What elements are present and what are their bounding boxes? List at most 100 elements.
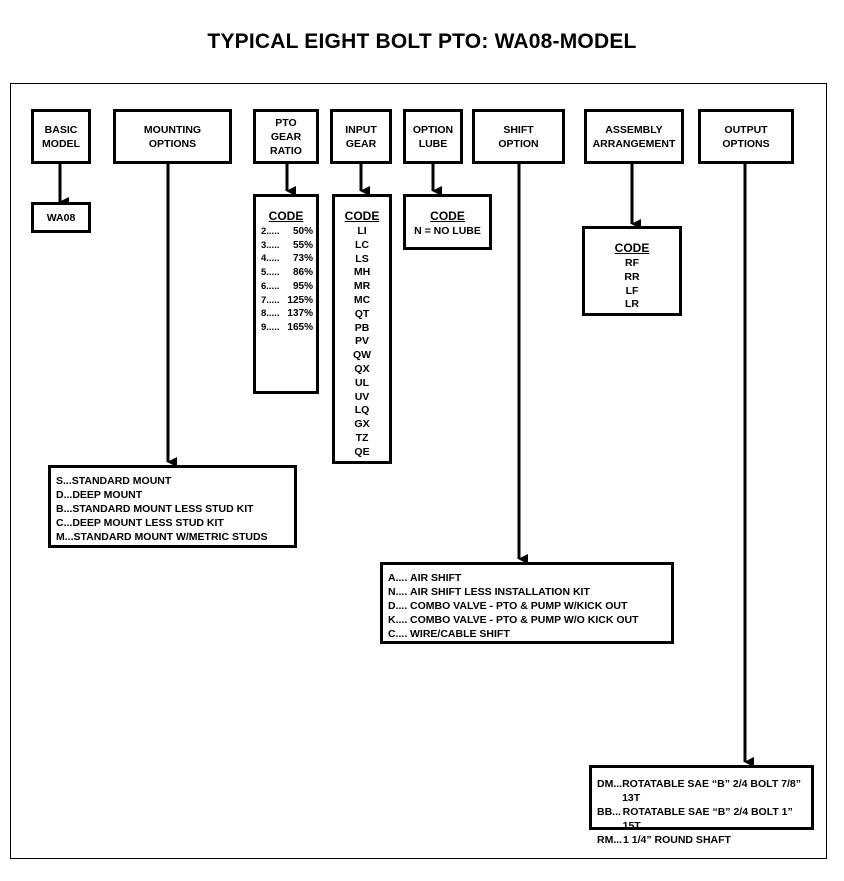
- header-output-options: OUTPUT OPTIONS: [698, 109, 794, 164]
- input-gear-code: GX: [354, 418, 370, 431]
- assembly-code: LR: [625, 298, 639, 311]
- shift-option-desc: WIRE/CABLE SHIFT: [410, 627, 510, 640]
- output-options-box: DM...ROTATABLE SAE “B” 2/4 BOLT 7/8” 13T…: [589, 765, 814, 846]
- output-option-desc: ROTATABLE SAE “B” 2/4 BOLT 1” 15T: [622, 805, 793, 832]
- input-gear-code: MC: [353, 293, 371, 306]
- input-gear-code: UL: [355, 376, 369, 389]
- shift-option-code: N....: [388, 585, 408, 598]
- shift-option-code: C....: [388, 627, 408, 640]
- input-gear-code: QE: [354, 445, 370, 458]
- mounting-option: D...DEEP MOUNT: [56, 488, 143, 501]
- output-option-code: DM...: [597, 778, 623, 790]
- ratio-code: 4.....: [261, 253, 280, 265]
- assembly-code: LF: [625, 284, 639, 297]
- shift-option-desc: AIR SHIFT: [410, 572, 462, 584]
- assembly-code: RF: [625, 257, 639, 269]
- ratio-code: 3.....: [261, 239, 280, 251]
- ratio-value: 55%: [292, 239, 313, 251]
- option-lube-code-box: CODE N = NO LUBE: [403, 194, 492, 250]
- ratio-code: 9.....: [261, 321, 280, 333]
- input-gear-code: QW: [352, 349, 372, 362]
- shift-option-code: D....: [388, 599, 408, 612]
- ratio-code: 2.....: [261, 226, 280, 237]
- gear-ratio-row: 5..... 86%: [256, 266, 316, 280]
- header-option-lube: OPTION LUBE: [403, 109, 463, 164]
- output-option-desc: ROTATABLE SAE “B” 2/4 BOLT 7/8” 13T: [622, 778, 801, 804]
- input-gear-code-label: CODE: [344, 209, 380, 223]
- header-shift-option: SHIFT OPTION: [472, 109, 565, 164]
- input-gear-code: QT: [354, 307, 370, 320]
- gear-ratio-row: 2..... 50%: [256, 225, 316, 239]
- shift-options-list: A....AIR SHIFT N....AIR SHIFT LESS INSTA…: [383, 565, 671, 642]
- gear-ratio-row: 6..... 95%: [256, 280, 316, 294]
- mounting-option: S...STANDARD MOUNT: [56, 475, 172, 487]
- output-option-code: BB...: [597, 805, 621, 818]
- gear-ratio-code-box: CODE 2..... 50% 3..... 55% 4..... 73% 5....…: [253, 194, 319, 394]
- mounting-options-list: S...STANDARD MOUNT D...DEEP MOUNT B...ST…: [51, 468, 294, 545]
- header-assembly-arrangement: ASSEMBLY ARRANGEMENT: [584, 109, 684, 164]
- mounting-option: M...STANDARD MOUNT W/METRIC STUDS: [56, 530, 268, 543]
- output-option: RM...1 1/4” ROUND SHAFT: [597, 834, 811, 848]
- output-options-list: DM...ROTATABLE SAE “B” 2/4 BOLT 7/8” 13T…: [592, 768, 811, 848]
- input-gear-code: MR: [353, 280, 371, 293]
- input-gear-list: LI LC LS MH MR MC QT PB PV QW QX UL UV L…: [335, 225, 389, 460]
- ratio-code: 6.....: [261, 280, 280, 292]
- header-input-gear: INPUT GEAR: [330, 109, 392, 164]
- ratio-code: 7.....: [261, 294, 280, 306]
- input-gear-code: LI: [357, 225, 367, 237]
- gear-ratio-list: 2.....50% 3.....55% 4.....73% 5.....86% …: [256, 225, 316, 335]
- ratio-code: 8.....: [261, 308, 280, 320]
- output-option-code: RM...: [597, 833, 623, 846]
- ratio-value: 95%: [292, 280, 313, 292]
- output-option: BB...ROTATABLE SAE “B” 2/4 BOLT 1” 15T: [597, 806, 811, 834]
- input-gear-code: QX: [354, 362, 370, 375]
- diagram-title: TYPICAL EIGHT BOLT PTO: WA08-MODEL: [207, 30, 637, 53]
- ratio-value: 137%: [287, 308, 313, 320]
- shift-option: D....COMBO VALVE - PTO & PUMP W/KICK OUT: [388, 600, 671, 614]
- gear-ratio-row: 4..... 73%: [256, 252, 316, 266]
- assembly-list: RF RR LF LR: [585, 257, 679, 312]
- input-gear-code: MH: [353, 266, 371, 279]
- ratio-value: 125%: [287, 294, 313, 306]
- input-gear-code: LQ: [354, 404, 370, 417]
- shift-option: K....COMBO VALVE - PTO & PUMP W/O KICK O…: [388, 614, 671, 628]
- assembly-code-label: CODE: [614, 241, 650, 255]
- ratio-value: 50%: [292, 226, 313, 237]
- input-gear-code: UV: [354, 390, 370, 403]
- mounting-option: C...DEEP MOUNT LESS STUD KIT: [56, 516, 224, 529]
- shift-options-box: A....AIR SHIFT N....AIR SHIFT LESS INSTA…: [380, 562, 674, 644]
- ratio-code: 5.....: [261, 267, 280, 279]
- input-gear-code-box: CODE LI LC LS MH MR MC QT PB PV QW QX UL…: [332, 194, 392, 464]
- ratio-value: 165%: [287, 321, 313, 333]
- input-gear-code: PV: [354, 335, 369, 348]
- assembly-code: RR: [624, 270, 640, 283]
- assembly-code-box: CODE RF RR LF LR: [582, 226, 682, 316]
- shift-option-desc: COMBO VALVE - PTO & PUMP W/KICK OUT: [410, 599, 628, 612]
- header-basic-model: BASIC MODEL: [31, 109, 91, 164]
- option-lube-value: N = NO LUBE: [414, 225, 481, 237]
- shift-option-desc: AIR SHIFT LESS INSTALLATION KIT: [410, 585, 590, 598]
- shift-option: A....AIR SHIFT: [388, 572, 671, 586]
- gear-ratio-row: 7..... 125%: [256, 294, 316, 308]
- input-gear-code: TZ: [355, 431, 369, 444]
- ratio-value: 73%: [292, 253, 313, 265]
- input-gear-code: PB: [354, 321, 370, 334]
- mounting-option: B...STANDARD MOUNT LESS STUD KIT: [56, 502, 254, 515]
- ratio-value: 86%: [292, 267, 313, 279]
- shift-option-desc: COMBO VALVE - PTO & PUMP W/O KICK OUT: [410, 613, 639, 626]
- diagram-frame: [10, 83, 827, 859]
- mounting-options-box: S...STANDARD MOUNT D...DEEP MOUNT B...ST…: [48, 465, 297, 548]
- shift-option: C....WIRE/CABLE SHIFT: [388, 628, 671, 642]
- gear-ratio-row: 8..... 137%: [256, 307, 316, 321]
- header-pto-gear-ratio: PTO GEAR RATIO: [253, 109, 319, 164]
- gear-ratio-row: 3..... 55%: [256, 239, 316, 253]
- shift-option: N....AIR SHIFT LESS INSTALLATION KIT: [388, 586, 671, 600]
- input-gear-code: LC: [355, 238, 369, 251]
- basic-model-value: WA08: [31, 202, 91, 233]
- option-lube-code-label: CODE: [430, 209, 465, 223]
- output-option: DM...ROTATABLE SAE “B” 2/4 BOLT 7/8” 13T: [597, 778, 811, 806]
- shift-option-code: K....: [388, 613, 408, 626]
- shift-option-code: A....: [388, 572, 408, 584]
- gear-ratio-code-label: CODE: [268, 209, 304, 223]
- input-gear-code: LS: [355, 252, 369, 265]
